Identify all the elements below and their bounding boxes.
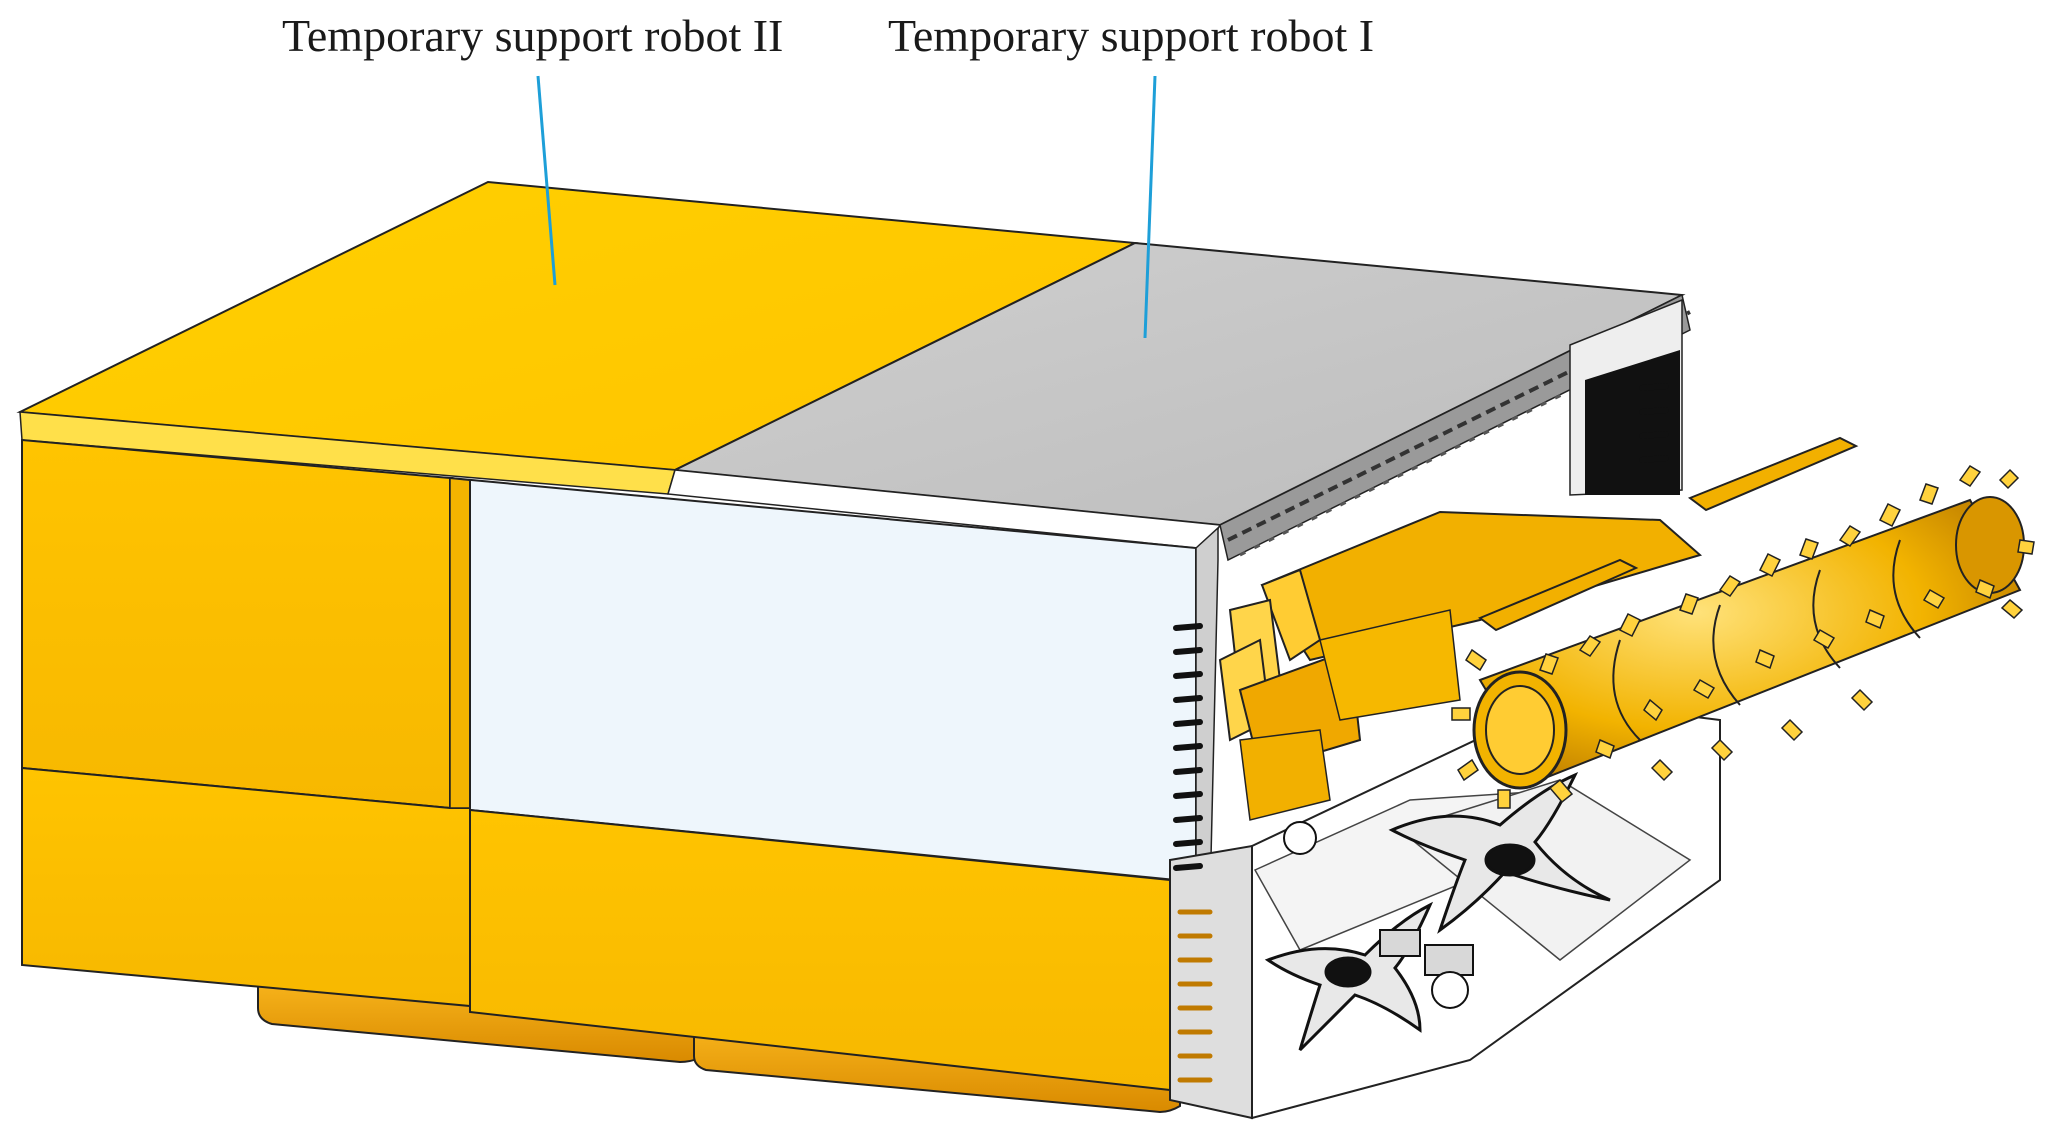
front-spring-clips-left <box>1173 623 1203 871</box>
leader-line-robot-2 <box>536 75 557 286</box>
leader-line-robot-1 <box>1143 75 1157 339</box>
robot-2-side-panels <box>21 438 471 1008</box>
label-temporary-support-robot-1: Temporary support robot I <box>888 10 1375 61</box>
gathering-arm-right <box>1388 772 1611 934</box>
cutter-arm <box>1218 510 1703 821</box>
label-temporary-support-robot-2: Temporary support robot II <box>282 10 784 61</box>
cutting-drum <box>1451 465 2035 809</box>
cutter-guide-rails <box>1477 436 1859 632</box>
rear-spring-clips <box>1639 383 1669 463</box>
robot-1-side-panels <box>449 477 1197 1092</box>
lower-spring-clips <box>1177 909 1213 1083</box>
leader-lines <box>536 75 1157 339</box>
bed-components <box>1283 821 1474 1009</box>
